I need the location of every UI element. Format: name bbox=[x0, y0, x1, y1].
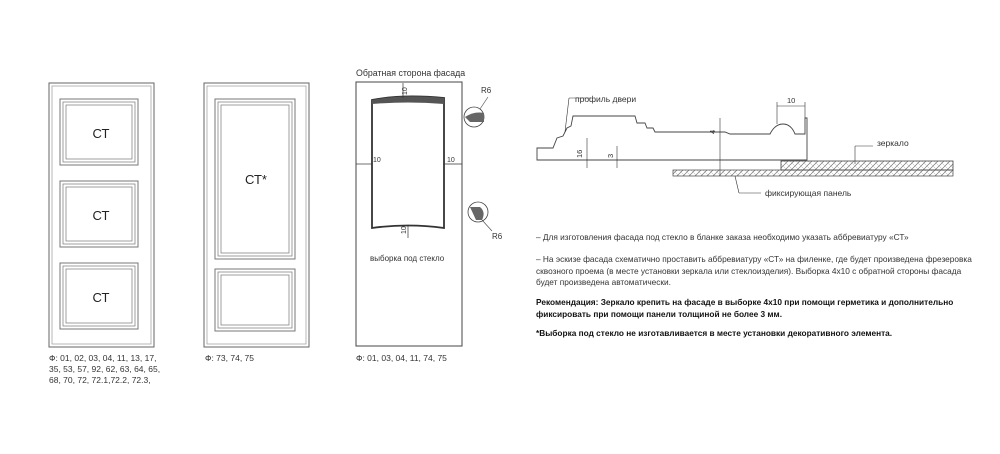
dim-top: 10 bbox=[402, 87, 409, 95]
panel3-title: Обратная сторона фасада bbox=[356, 68, 466, 78]
panel-label: фиксирующая панель bbox=[765, 188, 852, 198]
insert-label-1: СТ bbox=[93, 126, 110, 141]
dim-bottom: 10 bbox=[401, 226, 408, 234]
door-panel-three-inserts: СТ СТ СТ bbox=[48, 82, 155, 348]
dim-10: 10 bbox=[787, 96, 795, 105]
panel1-caption-line: Ф: 01, 02, 03, 04, 11, 13, 17, bbox=[49, 353, 157, 363]
insert-frame-2 bbox=[59, 180, 139, 248]
insert-label-2: СТ bbox=[93, 208, 110, 223]
note-recommendation: Рекомендация: Зеркало крепить на фасаде … bbox=[536, 297, 954, 319]
panel3-caption: Ф: 01, 03, 04, 11, 74, 75 bbox=[356, 353, 447, 363]
note-sketch: – На эскизе фасада схематично проставить… bbox=[536, 254, 972, 287]
panel1-caption: Ф: 01, 02, 03, 04, 11, 13, 17, 35, 53, 5… bbox=[49, 353, 160, 386]
note-decor: *Выборка под стекло не изготавливается в… bbox=[536, 328, 893, 338]
insert-label-3: СТ bbox=[93, 290, 110, 305]
tall-insert-frame bbox=[214, 98, 296, 260]
dim-3: 3 bbox=[606, 154, 615, 158]
mirror bbox=[780, 160, 954, 171]
radius-top-label: R6 bbox=[481, 86, 492, 95]
panel1-caption-line: 35, 53, 57, 92, 62, 63, 64, 65, bbox=[49, 364, 161, 374]
groove-label: выборка под стекло bbox=[370, 254, 445, 263]
mirror-label: зеркало bbox=[877, 138, 909, 148]
glass-groove-outline bbox=[371, 95, 445, 230]
door-panel-two-inserts: СТ* bbox=[203, 82, 310, 348]
dim-left: 10 bbox=[373, 157, 381, 164]
radius-detail-top bbox=[463, 96, 489, 128]
tall-insert-label: СТ* bbox=[245, 172, 267, 187]
insert-frame-3 bbox=[59, 262, 139, 330]
panel2-caption: Ф: 73, 74, 75 bbox=[205, 353, 254, 363]
door-profile bbox=[536, 115, 808, 161]
panel1-caption-line: 68, 70, 72, 72.1,72.2, 72.3, bbox=[49, 375, 151, 385]
dim-4: 4 bbox=[708, 130, 717, 134]
dim-16: 16 bbox=[575, 150, 584, 158]
fixing-panel bbox=[672, 169, 954, 177]
insert-frame-1 bbox=[59, 98, 139, 166]
profile-label: профиль двери bbox=[575, 94, 636, 104]
dim-right: 10 bbox=[447, 157, 455, 164]
reverse-side-drawing: 10 10 10 10 R6 R6 выборка под стекло bbox=[355, 81, 503, 347]
radius-detail-bottom bbox=[467, 201, 493, 232]
small-insert-frame bbox=[214, 268, 296, 332]
radius-bottom-label: R6 bbox=[492, 232, 503, 241]
note-abbreviation: – Для изготовления фасада под стекло в б… bbox=[536, 232, 909, 242]
cross-section-drawing: 16 3 4 10 профиль двери зеркало фиксирую… bbox=[536, 94, 954, 198]
